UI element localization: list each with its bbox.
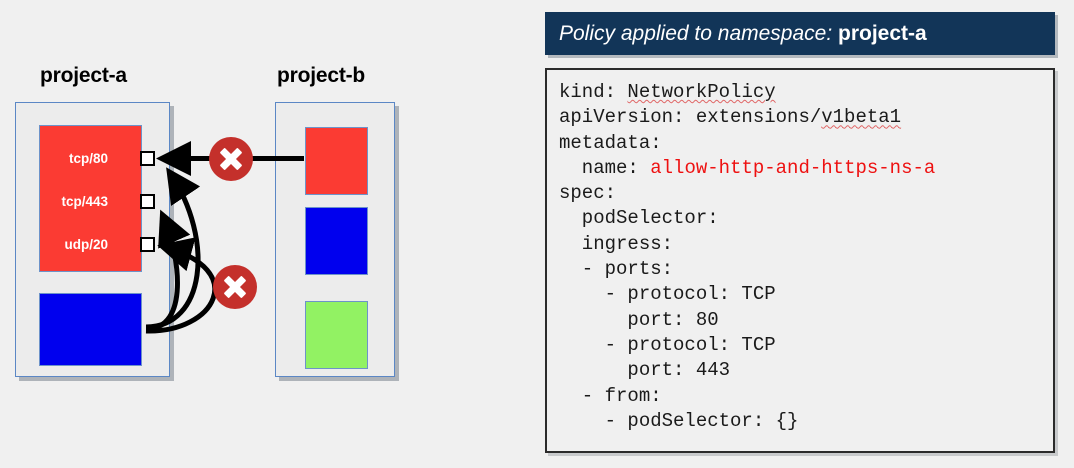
yaml-name-key: name:: [559, 156, 639, 179]
port-label-tcp-80: tcp/80: [68, 151, 108, 166]
namespace-box-project-b[interactable]: [275, 102, 395, 377]
arrow-blue-to-udp-20: [145, 237, 218, 334]
namespace-title-project-a: project-a: [40, 64, 127, 87]
port-label-tcp-443: tcp/443: [61, 194, 108, 209]
yaml-apiversion-value: v1beta1: [821, 106, 902, 129]
pod-project-a-blue[interactable]: [39, 293, 142, 366]
yaml-spec-key: spec:: [559, 182, 617, 205]
port-socket-tcp-80[interactable]: [140, 151, 155, 166]
pod-project-b-green[interactable]: [305, 301, 368, 369]
deny-badge-cross-namespace: [209, 137, 253, 181]
yaml-port-2: port: 443: [559, 359, 731, 382]
yaml-from-key: - from:: [559, 384, 662, 407]
policy-panel: Policy applied to namespace: project-a k…: [545, 12, 1055, 453]
port-label-udp-20: udp/20: [64, 237, 108, 252]
port-socket-udp-20[interactable]: [140, 237, 155, 252]
namespace-box-project-a[interactable]: [15, 102, 170, 377]
yaml-protocol-1: - protocol: TCP: [559, 283, 776, 306]
yaml-metadata-key: metadata:: [559, 131, 662, 154]
port-socket-tcp-443[interactable]: [140, 194, 155, 209]
yaml-from-podselector: - podSelector: {}: [559, 409, 799, 432]
yaml-ports-key: - ports:: [559, 258, 674, 281]
namespace-title-project-b: project-b: [277, 64, 366, 87]
yaml-kind-value: NetworkPolicy: [627, 81, 776, 103]
policy-title-namespace: project-a: [838, 22, 927, 45]
pod-project-b-blue[interactable]: [305, 207, 368, 275]
network-policy-diagram: project-a project-b tcp/80 tcp/443 udp/2…: [0, 0, 537, 468]
policy-yaml: kind: NetworkPolicy apiVersion: extensio…: [559, 81, 936, 432]
yaml-ingress-key: ingress:: [559, 232, 674, 255]
policy-title-prefix: Policy applied to namespace:: [559, 22, 833, 45]
yaml-port-1: port: 80: [559, 308, 719, 331]
pod-project-b-red[interactable]: [305, 127, 368, 195]
yaml-apiversion-key: apiVersion:: [559, 106, 685, 129]
policy-titlebar: Policy applied to namespace: project-a: [545, 12, 1055, 55]
yaml-podselector-key: podSelector:: [559, 207, 719, 230]
yaml-protocol-2: - protocol: TCP: [559, 333, 776, 356]
arrow-blue-to-tcp-443: [145, 209, 191, 332]
policy-yaml-container[interactable]: kind: NetworkPolicy apiVersion: extensio…: [545, 68, 1055, 453]
deny-badge-intra-namespace: [213, 265, 257, 309]
yaml-kind-key: kind:: [559, 81, 617, 103]
yaml-name-value: allow-http-and-https-ns-a: [650, 156, 936, 179]
connection-arrows: [145, 141, 304, 334]
